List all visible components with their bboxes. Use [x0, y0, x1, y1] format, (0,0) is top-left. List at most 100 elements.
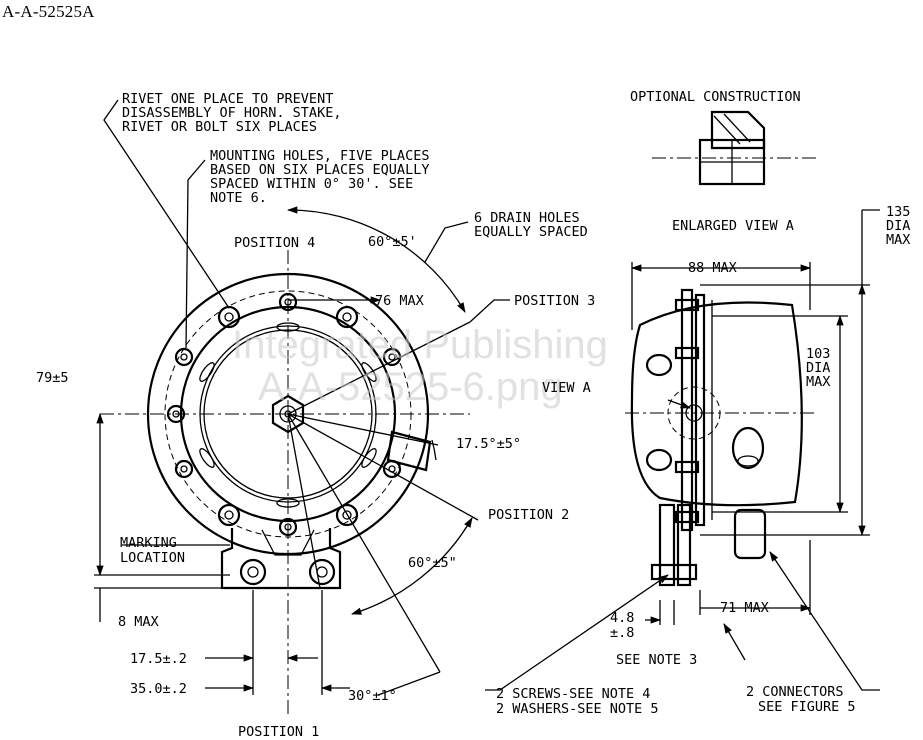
optional-construction-detail — [652, 110, 818, 186]
horn-body — [630, 301, 803, 507]
angle-right-label: 17.5°±5° — [456, 436, 521, 452]
position-4-label: POSITION 4 — [234, 235, 315, 251]
marking-label-line-2: LOCATION — [120, 550, 185, 566]
mounting-bracket — [220, 528, 342, 590]
drain-note-line-1: 6 DRAIN HOLES — [474, 210, 580, 226]
dim-76-label: 76 MAX — [375, 293, 424, 309]
position-3-label: POSITION 3 — [514, 293, 595, 309]
angle-top-label: 60°±5' — [368, 234, 417, 250]
body-hole — [645, 353, 673, 377]
bracket-mounting-nut — [308, 558, 336, 586]
dim-8-label: 8 MAX — [118, 614, 159, 630]
leader-lower — [287, 413, 321, 589]
drain-slot — [361, 448, 377, 468]
dim-48-line-2: ±.8 — [610, 625, 634, 641]
side-terminal — [731, 426, 765, 470]
flange-bolt — [674, 510, 700, 524]
dim-48-line-1: 4.8 — [610, 610, 634, 626]
dim-88-label: 88 MAX — [688, 260, 737, 276]
bolt-head — [335, 503, 359, 527]
bracket-screw — [650, 563, 698, 581]
leader-angle-17 — [287, 413, 439, 446]
connectors-note-line-1: 2 CONNECTORS — [746, 684, 844, 700]
drain-slot — [199, 448, 215, 468]
connector-body — [733, 508, 767, 560]
center-hub-hole — [279, 405, 297, 423]
bolt-head — [217, 503, 241, 527]
bracket-mounting-hole — [247, 566, 259, 578]
flange-plate — [680, 288, 694, 532]
side-terminal-end — [737, 455, 759, 467]
dim-103-line-3: MAX — [806, 374, 830, 390]
detail-head — [710, 110, 766, 150]
screws-note-line-1: 2 SCREWS-SEE NOTE 4 — [496, 686, 650, 702]
angle-arc-top — [286, 206, 466, 313]
view-a-leader — [667, 399, 691, 409]
connectors-note-line-2: SEE FIGURE 5 — [758, 699, 856, 715]
rivet-note-line-1: RIVET ONE PLACE TO PREVENT — [122, 91, 333, 107]
detail-hatch — [713, 115, 741, 145]
mounting-note-leader — [185, 159, 206, 349]
dim-35-label: 35.0±.2 — [130, 681, 187, 697]
flange-bolt — [674, 298, 700, 312]
dim-103-line-1: 103 — [806, 346, 830, 362]
diaphragm-ring — [199, 325, 377, 503]
bolt-head — [278, 517, 298, 537]
dim-135-line-1: 135 — [886, 204, 910, 220]
dim-135-line-3: MAX — [886, 232, 910, 248]
screws-leader — [485, 574, 669, 691]
leader-angle-30 — [287, 413, 441, 673]
watermark-line-2: A-A-52525-6.png — [258, 365, 563, 409]
center-hub-nut — [271, 394, 305, 434]
angle-bottom-label: 60°±5" — [408, 555, 457, 571]
bracket-leg-inner — [676, 503, 692, 587]
side-view — [485, 110, 880, 691]
see-note-3-leader — [723, 623, 746, 661]
mounting-note-line-1: MOUNTING HOLES, FIVE PLACES — [210, 148, 429, 164]
position-3-leader — [469, 299, 510, 323]
position-1-label: POSITION 1 — [238, 724, 319, 740]
rivet-note-line-2: DISASSEMBLY OF HORN. STAKE, — [122, 105, 341, 121]
dim-71-label: 71 MAX — [720, 600, 769, 616]
dim-103-line-2: DIA — [806, 360, 830, 376]
enlarged-view-label: ENLARGED VIEW A — [672, 218, 794, 234]
flange-bolt — [674, 460, 700, 474]
angle-arc-right — [431, 439, 437, 461]
drain-slot — [199, 362, 215, 382]
body-hole — [645, 448, 673, 472]
terminal-stub — [386, 430, 432, 472]
flange-bolts — [674, 298, 700, 524]
bracket-gusset — [261, 529, 315, 556]
bracket-mounting-nut — [239, 558, 267, 586]
document-id: A-A-52525A — [2, 2, 95, 21]
bracket-mounting-hole — [316, 566, 328, 578]
mounting-note-line-2: BASED ON SIX PLACES EQUALLY — [210, 162, 429, 178]
mounting-note-line-4: NOTE 6. — [210, 190, 267, 206]
diaphragm-inner-ring — [203, 329, 373, 499]
position-2-label: POSITION 2 — [488, 507, 569, 523]
angle-arc-bottom — [351, 517, 473, 615]
flange-plate-inner — [694, 293, 706, 527]
dim-135-line-2: DIA — [886, 218, 910, 234]
optional-construction-label: OPTIONAL CONSTRUCTION — [630, 89, 801, 105]
bolt-head — [174, 459, 194, 479]
view-a-label: VIEW A — [542, 380, 591, 396]
bolt-heads — [166, 292, 402, 537]
marking-label-line-1: MARKING — [120, 535, 177, 551]
mounting-note-line-3: SPACED WITHIN 0° 30'. SEE — [210, 176, 413, 192]
flange-bolt — [674, 346, 700, 360]
watermark-line-1: Integrated Publishing — [232, 323, 608, 367]
washers-note-line-2: 2 WASHERS-SEE NOTE 5 — [496, 701, 659, 717]
detail-hatch — [723, 113, 751, 143]
drain-note-line-2: EQUALLY SPACED — [474, 224, 588, 240]
angle-30-leader — [377, 671, 441, 696]
dim-17-label: 17.5±.2 — [130, 651, 187, 667]
leader-position-3 — [287, 321, 471, 415]
rivet-note-line-3: RIVET OR BOLT SIX PLACES — [122, 119, 317, 135]
see-note-3-label: SEE NOTE 3 — [616, 652, 697, 668]
front-view — [94, 99, 510, 715]
leader-position-2 — [287, 413, 479, 521]
dim-79-label: 79±5 — [36, 370, 69, 386]
